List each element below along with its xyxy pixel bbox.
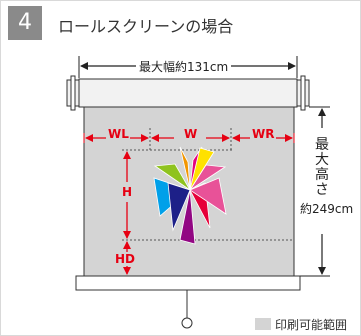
max-height-char-2: 大	[315, 152, 329, 168]
section-number-badge: 4	[8, 6, 42, 40]
max-height-value-label: 約249cm	[300, 200, 354, 217]
pull-cord	[181, 290, 193, 329]
w-label: W	[184, 127, 198, 141]
max-height-vertical-label: 最 大 高 さ	[314, 138, 330, 198]
max-height-dimension	[300, 106, 330, 277]
max-width-label: 最大幅約131cm	[136, 58, 232, 75]
wl-label: WL	[108, 127, 129, 141]
max-height-char-3: 高	[315, 167, 329, 183]
print-area-guides	[122, 128, 294, 241]
max-height-char-1: 最	[315, 137, 329, 153]
printable-area-legend: 印刷可能範囲	[275, 318, 348, 332]
section-title: ロールスクリーンの場合	[58, 17, 234, 36]
max-height-char-4: さ	[315, 182, 329, 198]
h-label: H	[122, 185, 133, 199]
width-dimensions	[83, 133, 295, 143]
hd-label: HD	[115, 252, 136, 266]
roller-head	[66, 75, 310, 111]
printable-area-swatch	[255, 318, 271, 330]
wr-label: WR	[252, 127, 275, 141]
sample-artwork	[153, 146, 227, 245]
bottom-bar	[75, 275, 301, 291]
